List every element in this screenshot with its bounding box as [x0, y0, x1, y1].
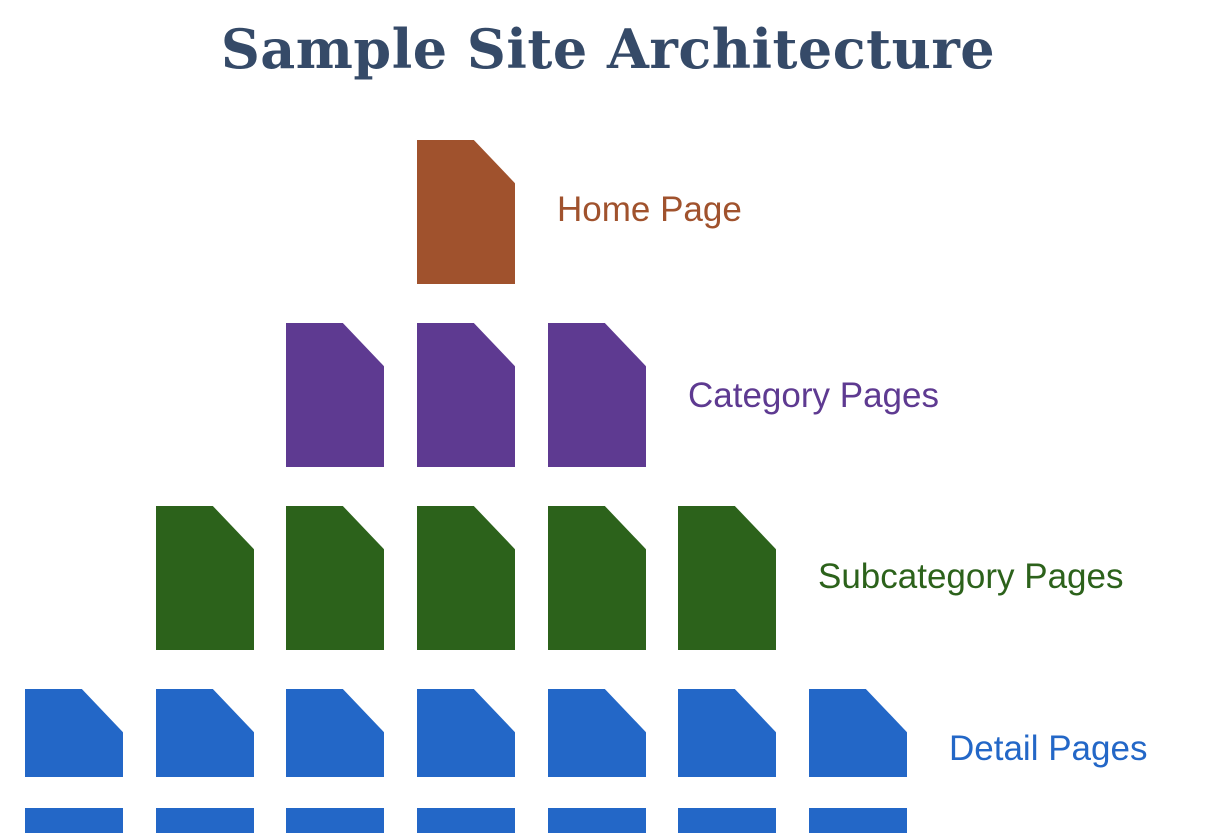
diagram-title: Sample Site Architecture: [220, 17, 996, 81]
document-icon: [809, 689, 907, 833]
document-icon: [417, 140, 515, 284]
document-icon: [417, 323, 515, 467]
tier-label-subcategory: Subcategory Pages: [818, 557, 1124, 596]
tier-label-home: Home Page: [557, 190, 742, 229]
document-icon: [417, 689, 515, 833]
document-icon: [286, 323, 384, 467]
document-icon: [156, 506, 254, 650]
document-icon: [548, 323, 646, 467]
document-icon: [156, 689, 254, 833]
document-icon: [286, 506, 384, 650]
document-icon: [25, 689, 123, 833]
bottom-crop: [0, 777, 1216, 808]
document-icon: [548, 506, 646, 650]
tier-label-category: Category Pages: [688, 376, 939, 415]
document-icon: [286, 689, 384, 833]
document-icon: [417, 506, 515, 650]
document-icon: [678, 689, 776, 833]
tier-label-detail: Detail Pages: [949, 729, 1148, 768]
document-icon: [678, 506, 776, 650]
document-icon: [548, 689, 646, 833]
